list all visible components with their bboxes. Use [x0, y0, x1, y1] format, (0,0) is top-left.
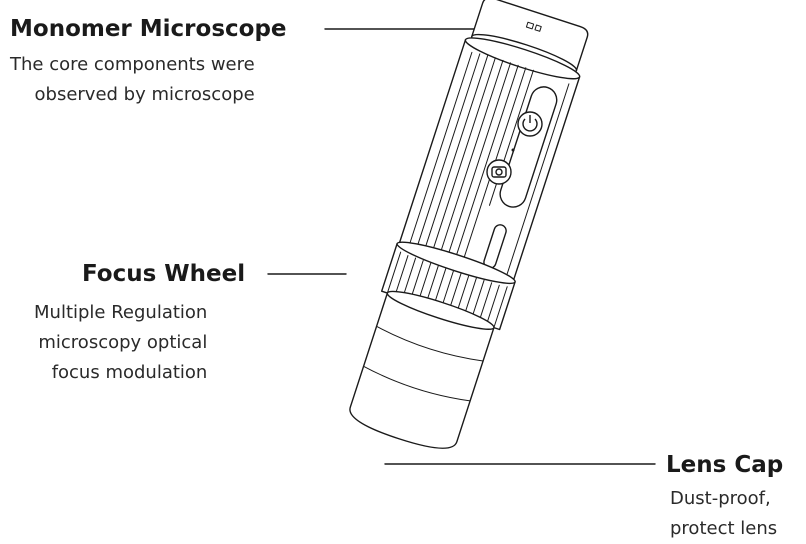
button-panel	[499, 86, 558, 208]
focus-desc-line: microscopy optical	[38, 332, 208, 353]
lens-title: Lens Cap	[666, 452, 784, 478]
focus-desc-line: focus modulation	[51, 362, 208, 383]
lens-description: Dust-proof, protect lens	[670, 484, 777, 544]
microscope-body	[349, 0, 589, 449]
focus-title: Focus Wheel	[82, 261, 246, 287]
monomer-desc-line: observed by microscope	[34, 84, 255, 105]
monomer-desc-line: The core components were	[10, 54, 255, 75]
ribbed-tube	[398, 37, 581, 283]
monomer-title: Monomer Microscope	[10, 16, 287, 42]
focus-wheel	[380, 241, 516, 331]
power-icon	[517, 111, 543, 137]
indicator-dot	[511, 148, 515, 152]
lens-cap	[349, 290, 495, 449]
monomer-description: The core components were observed by mic…	[10, 50, 255, 110]
focus-desc-line: Multiple Regulation	[34, 302, 208, 323]
lens-desc-line: protect lens	[670, 518, 778, 539]
lens-desc-line: Dust-proof,	[670, 488, 771, 509]
focus-description: Multiple Regulation microscopy optical f…	[34, 298, 207, 388]
camera-icon	[486, 159, 512, 185]
